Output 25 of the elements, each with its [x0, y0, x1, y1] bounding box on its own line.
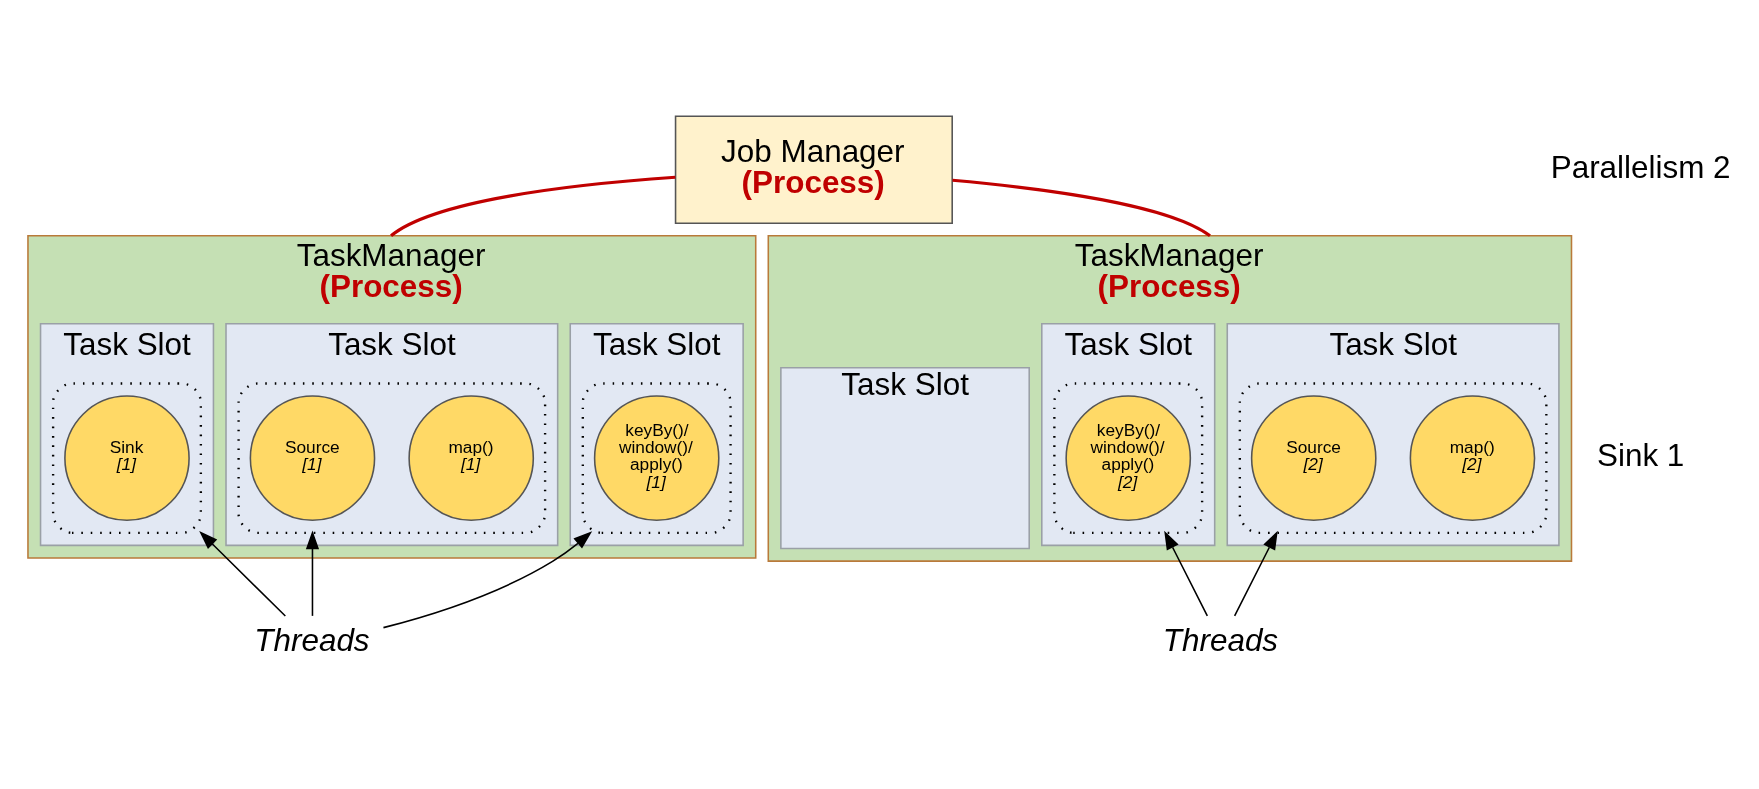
- node-circle: Sink [1]: [64, 395, 190, 522]
- node-circle: map() [2]: [1409, 395, 1536, 522]
- node-circle: map() [1]: [408, 395, 535, 522]
- arrow: [1233, 530, 1278, 617]
- label: Parallelism 2: [1550, 149, 1731, 185]
- arrow: [199, 531, 287, 617]
- node-circle: keyBy()/ window()/ apply() [1]: [593, 395, 720, 522]
- connector: [952, 178, 1211, 238]
- node-circle: Source [1]: [249, 395, 376, 522]
- node-circle: Source [2]: [1250, 395, 1377, 522]
- cluster: [1053, 382, 1204, 534]
- arrow: [1164, 530, 1209, 617]
- arrow: [382, 531, 593, 629]
- node-text: Threads: [254, 622, 370, 658]
- arrow: [305, 530, 320, 617]
- cluster: [581, 382, 732, 534]
- cluster: [237, 382, 547, 534]
- label: Sink 1: [1596, 438, 1685, 474]
- node-text: Threads: [1162, 622, 1279, 658]
- node-circle: keyBy()/ window()/ apply() [2]: [1065, 395, 1192, 522]
- cluster: [51, 382, 203, 534]
- node-box: Task Slot: [780, 367, 1030, 550]
- node-box: Job Manager (Process): [674, 115, 953, 224]
- cluster: [1238, 382, 1548, 534]
- connector: [390, 175, 676, 238]
